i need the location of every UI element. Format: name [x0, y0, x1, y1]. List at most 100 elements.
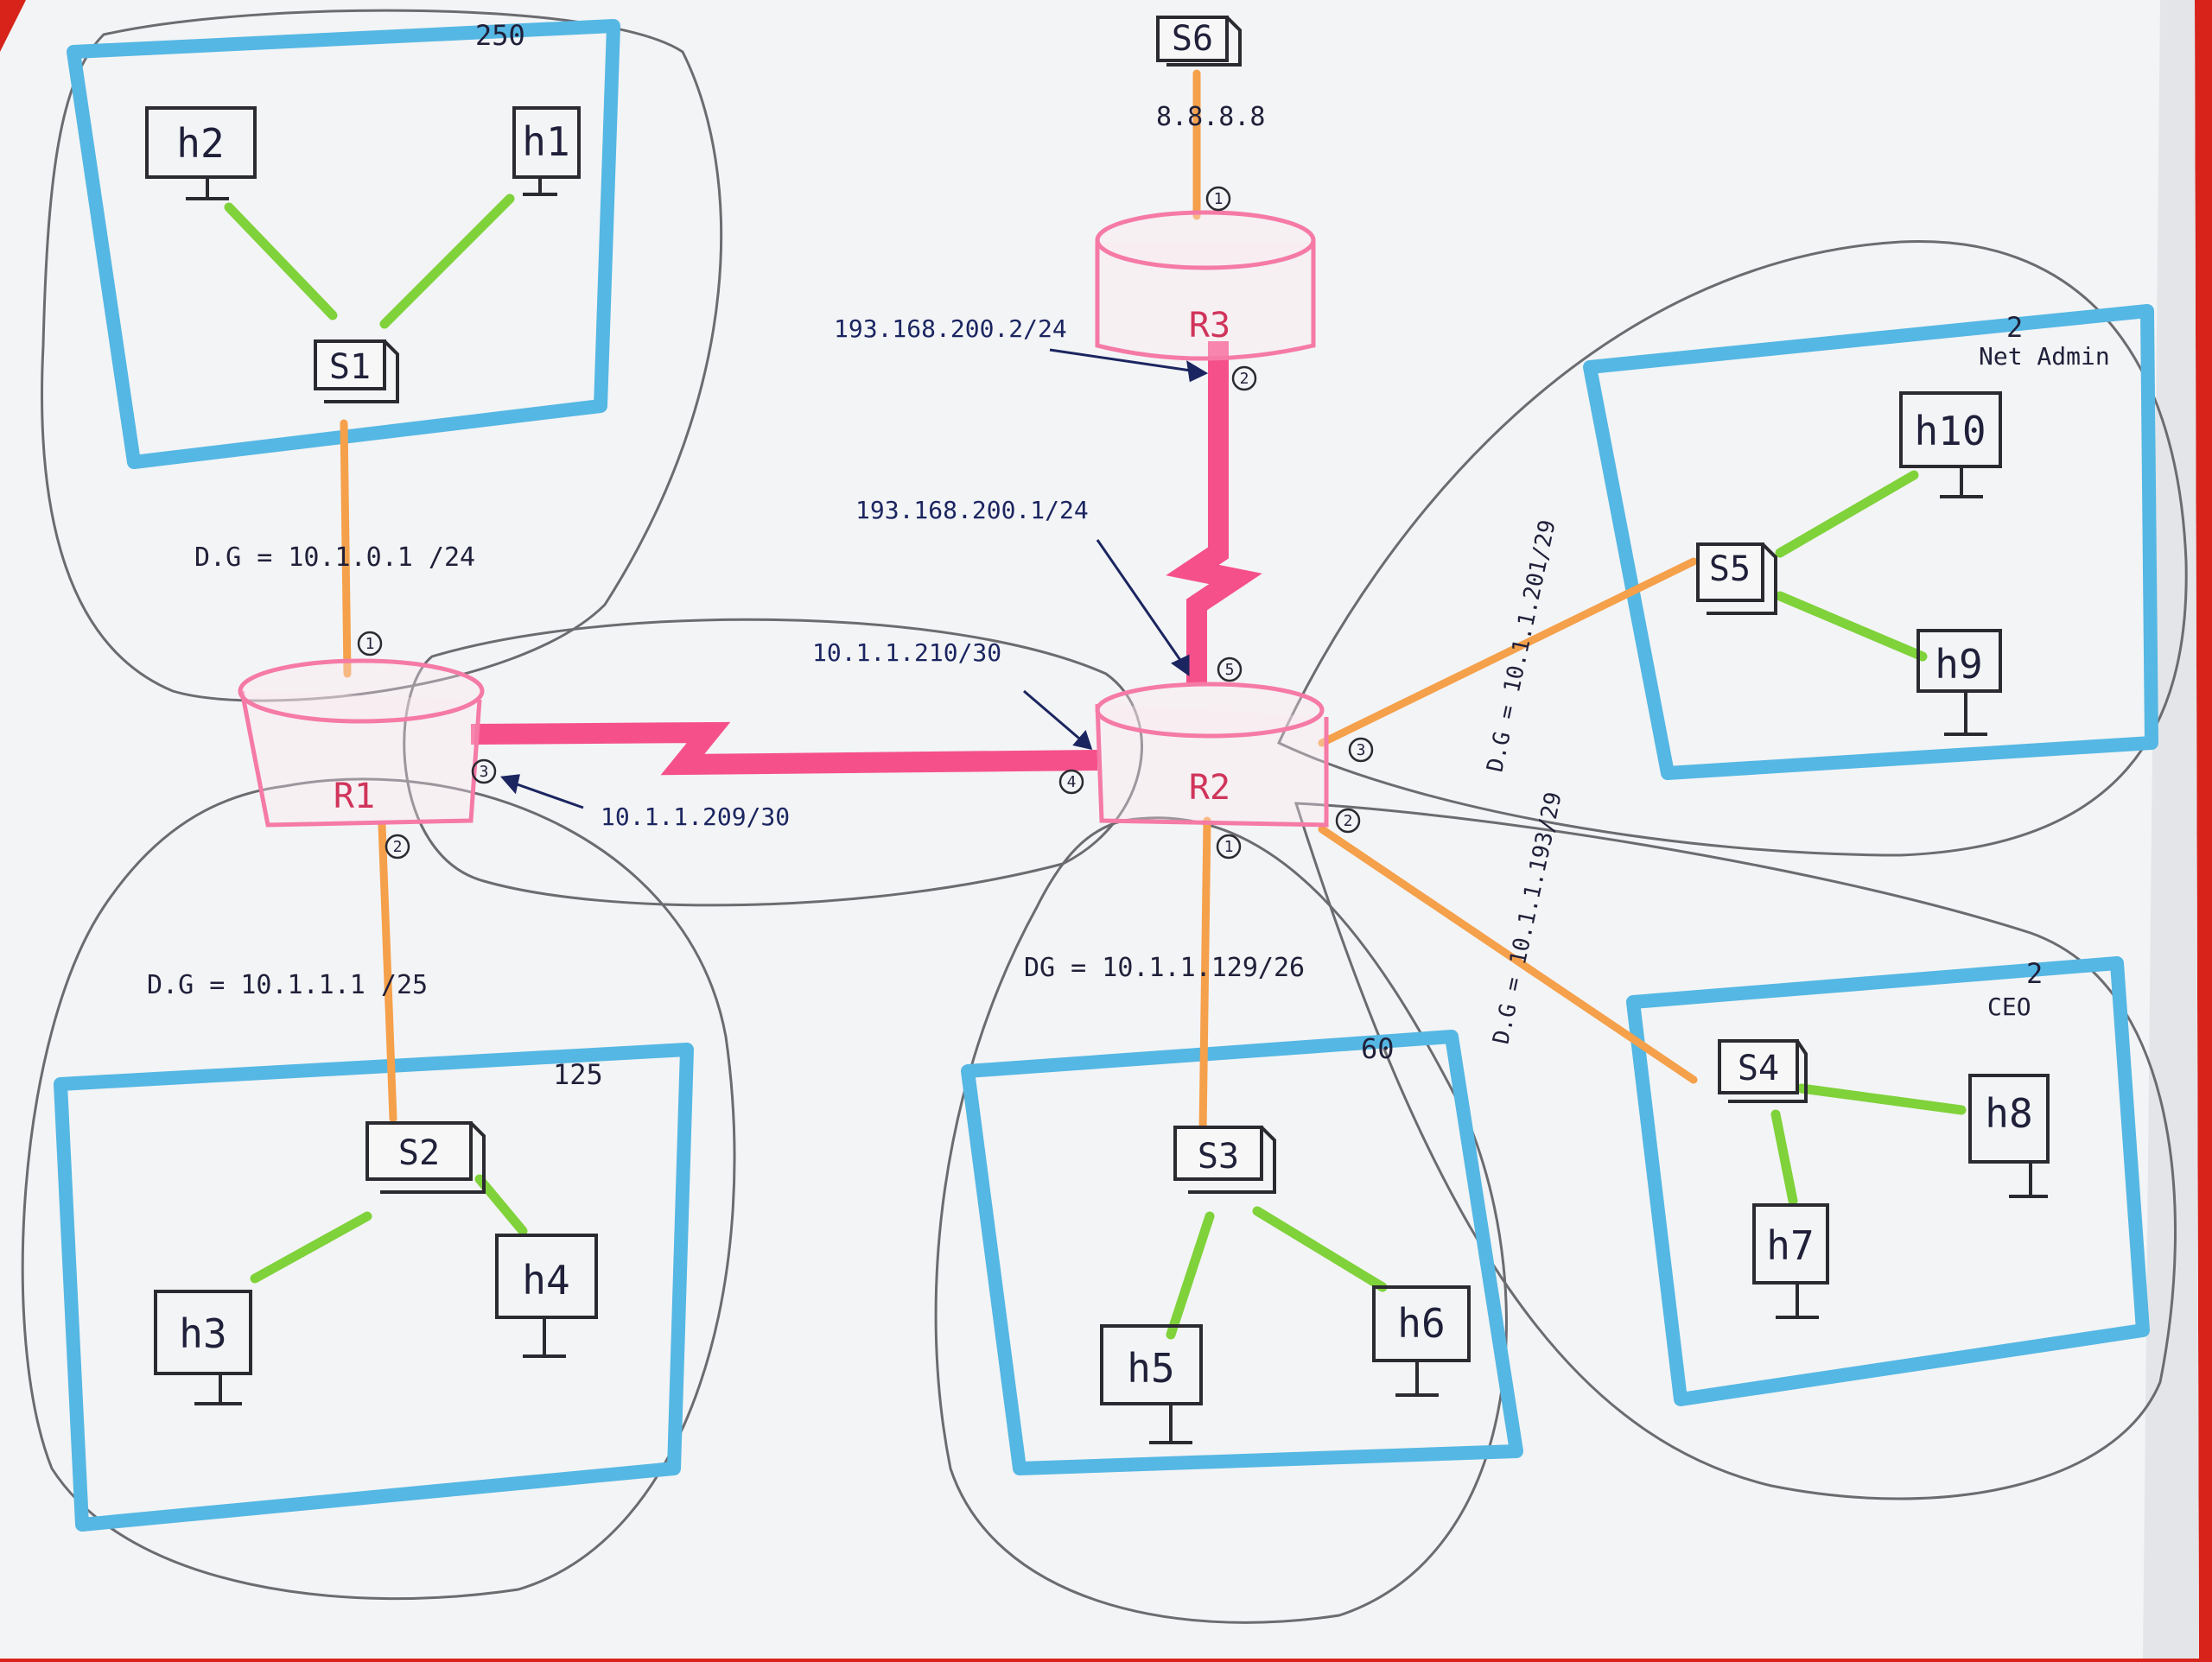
switch-s6[interactable]	[1156, 16, 1242, 67]
port-circle-r1-1	[357, 631, 383, 657]
switch-s1[interactable]	[314, 339, 399, 403]
port-circle-r2-4	[1058, 769, 1084, 795]
switch-s5-label: S5	[1709, 549, 1751, 589]
arrow-r2-port5	[1096, 539, 1185, 666]
link-r3-r2-serial	[1166, 341, 1262, 682]
paper-shadow	[2143, 0, 2199, 1659]
subnet-box-right-top	[1583, 304, 2158, 780]
arrow-r2-port4	[1023, 689, 1085, 745]
port-r1-2: 2	[393, 838, 403, 856]
link-r1-s2	[378, 821, 397, 1123]
port-circle-r3-2	[1231, 365, 1257, 391]
host-h3[interactable]	[154, 1290, 252, 1405]
host-h1-label: h1	[522, 118, 569, 165]
link-s2-h3	[250, 1211, 372, 1284]
link-s2-h4	[474, 1174, 528, 1236]
host-h1[interactable]	[512, 106, 581, 196]
subnet-name-net-admin: Net Admin	[1979, 342, 2110, 371]
link-s4-h8	[1796, 1083, 1967, 1115]
switch-s3[interactable]	[1173, 1126, 1276, 1194]
arrow-r3-port2	[1049, 348, 1198, 373]
subnet-count-top-left: 250	[475, 19, 525, 52]
link-r2-s4	[1318, 825, 1698, 1084]
link-r2-s3	[1198, 816, 1211, 1136]
switch-s5[interactable]	[1696, 542, 1777, 615]
port-circle-r1-2	[385, 834, 410, 860]
port-circle-r1-3	[471, 758, 497, 784]
port-r3-2: 2	[1240, 370, 1249, 388]
link-s4-h7	[1770, 1109, 1798, 1206]
arrowhead-r3-port2	[1186, 360, 1209, 383]
port-r2-2: 2	[1344, 812, 1353, 830]
host-h3-label: h3	[179, 1310, 226, 1357]
arrowhead-r2-port4	[1072, 730, 1093, 751]
link-s5-h10	[1775, 470, 1919, 558]
arrow-r1-port3	[509, 780, 584, 809]
switch-s1-label: S1	[329, 347, 371, 387]
host-h2[interactable]	[145, 106, 257, 200]
host-h10[interactable]	[1899, 391, 2002, 498]
domain-outline-right-top	[1277, 239, 2188, 857]
host-h2-label: h2	[176, 120, 224, 167]
link-s1-r1	[340, 419, 352, 678]
ip-r3-port2: 193.168.200.2/24	[834, 314, 1067, 343]
ip-r2-port4: 10.1.1.210/30	[812, 638, 1001, 667]
link-s3-h6	[1252, 1206, 1388, 1292]
link-s1-h2	[224, 202, 338, 320]
host-h5-label: h5	[1127, 1345, 1174, 1392]
router-r3-label: R3	[1189, 306, 1230, 346]
link-s1-h1	[379, 193, 515, 329]
domain-outline-bottom-left	[21, 777, 736, 1601]
port-r1-1: 1	[365, 635, 375, 653]
host-h9[interactable]	[1916, 629, 2002, 736]
ip-s6: 8.8.8.8	[1156, 102, 1265, 132]
ip-r1-port3: 10.1.1.209/30	[601, 802, 790, 831]
port-r1-3: 3	[480, 763, 489, 781]
port-circle-r3-1	[1205, 186, 1231, 212]
port-circle-r2-2	[1335, 808, 1361, 834]
port-r2-4: 4	[1067, 773, 1077, 791]
dg-s3: DG = 10.1.1.129/26	[1024, 953, 1305, 983]
subnet-box-top-left	[67, 19, 620, 469]
switch-s6-label: S6	[1172, 19, 1213, 59]
port-r2-3: 3	[1357, 741, 1366, 759]
router-r2[interactable]	[1095, 682, 1329, 828]
port-circle-r2-3	[1348, 737, 1374, 763]
domain-outline-bottom-middle	[934, 816, 1508, 1624]
switch-s4-label: S4	[1738, 1049, 1779, 1088]
host-h5[interactable]	[1100, 1324, 1203, 1444]
arrowhead-r1-port3	[499, 774, 520, 795]
host-h7[interactable]	[1752, 1203, 1829, 1319]
switch-s2-label: S2	[398, 1133, 440, 1173]
host-h6-label: h6	[1397, 1300, 1445, 1347]
subnet-count-right-bottom: 2	[2026, 957, 2043, 990]
dg-s2: D.G = 10.1.1.1 /25	[147, 970, 428, 1000]
subnet-count-bottom-middle: 60	[1361, 1032, 1395, 1065]
subnet-count-bottom-left: 125	[553, 1058, 603, 1091]
switch-s4[interactable]	[1718, 1039, 1808, 1103]
router-r1[interactable]	[238, 658, 485, 828]
switch-s3-label: S3	[1198, 1137, 1239, 1177]
router-r3[interactable]	[1095, 210, 1316, 361]
host-h7-label: h7	[1766, 1222, 1814, 1269]
port-circle-r2-1	[1216, 834, 1242, 860]
port-r2-1: 1	[1224, 838, 1234, 856]
switch-s2[interactable]	[365, 1121, 486, 1194]
host-h10-label: h10	[1914, 408, 1986, 454]
host-h4[interactable]	[495, 1234, 598, 1358]
host-h8[interactable]	[1968, 1074, 2050, 1198]
link-r2-s5	[1318, 557, 1698, 747]
router-r1-label: R1	[334, 777, 375, 816]
subnet-box-right-bottom	[1626, 956, 2150, 1406]
router-r2-label: R2	[1189, 768, 1230, 808]
port-r2-5: 5	[1225, 661, 1235, 679]
host-h6[interactable]	[1372, 1285, 1471, 1397]
port-circle-r2-5	[1217, 657, 1243, 682]
subnet-box-bottom-middle	[961, 1030, 1523, 1475]
dg-s1: D.G = 10.1.0.1 /24	[194, 542, 475, 573]
host-h9-label: h9	[1935, 641, 1982, 688]
host-h8-label: h8	[1985, 1090, 2032, 1137]
domain-outline-right-bottom	[1294, 802, 2177, 1500]
